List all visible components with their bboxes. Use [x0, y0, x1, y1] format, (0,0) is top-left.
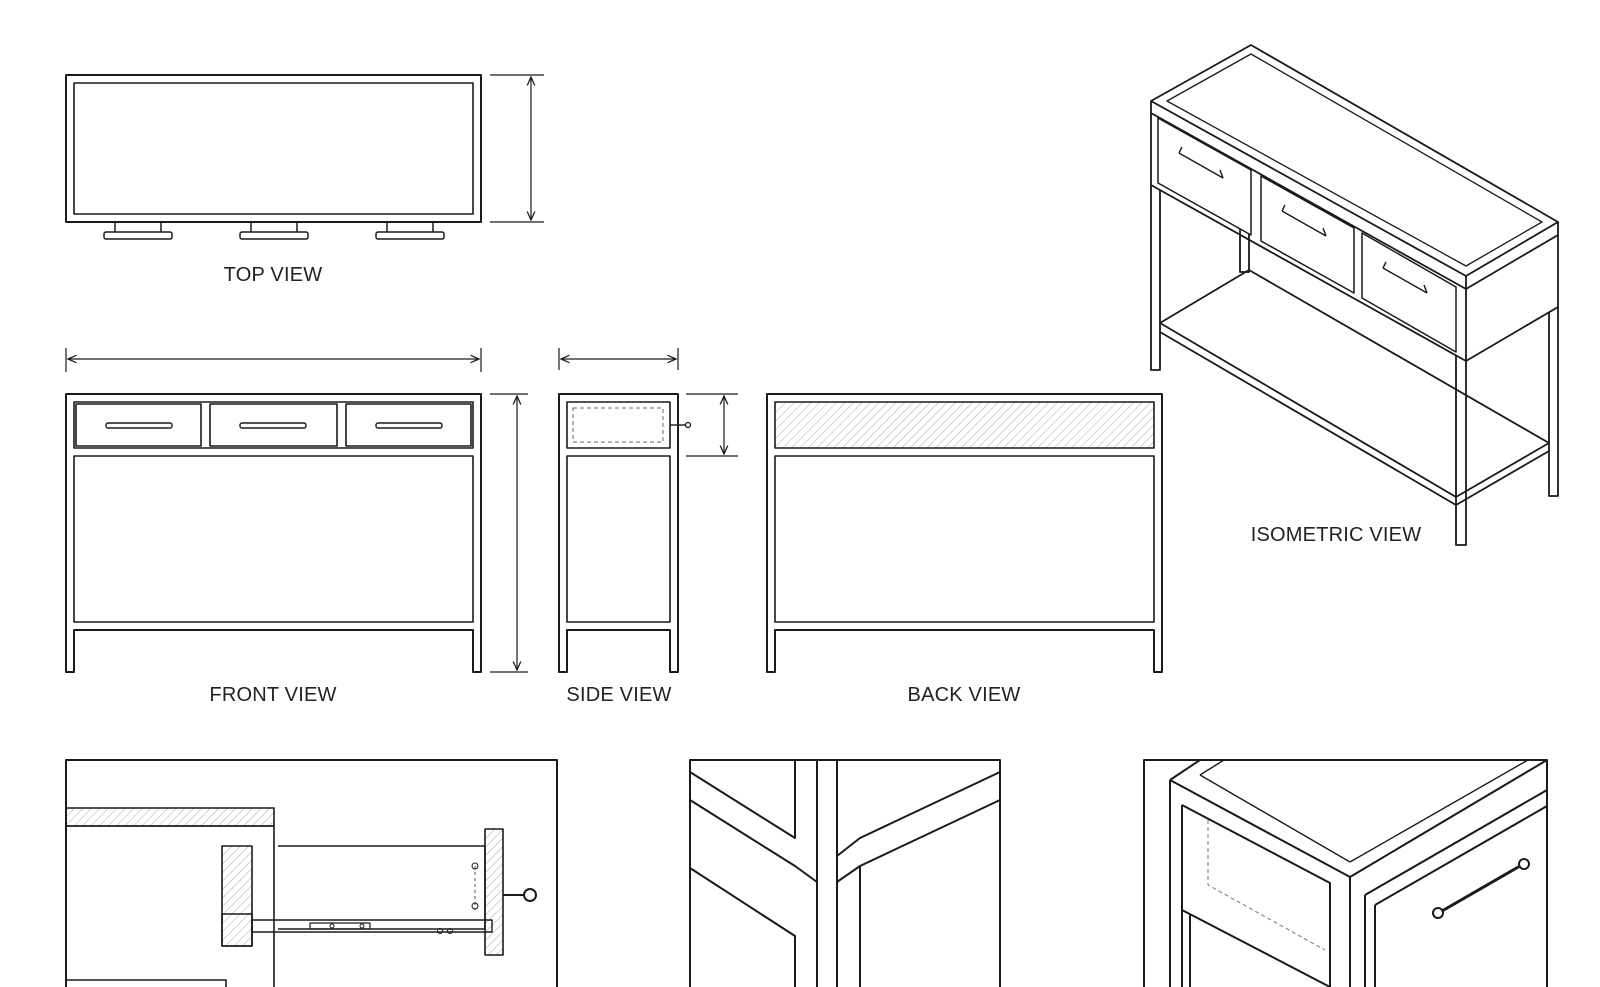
back-view-label: BACK VIEW [907, 684, 1021, 706]
detail-iso-corner [1143, 759, 1548, 987]
side-view-drawing [558, 348, 738, 673]
front-view-drawing [65, 348, 528, 673]
isometric-view-drawing [1150, 44, 1559, 546]
detail-corner-joint [689, 759, 1001, 987]
top-view-drawing [65, 74, 544, 240]
isometric-view-label: ISOMETRIC VIEW [1250, 524, 1422, 546]
detail-drawer-slide [65, 759, 558, 987]
side-view-label: SIDE VIEW [566, 684, 672, 706]
top-view-label: TOP VIEW [223, 264, 323, 286]
back-view-drawing [766, 393, 1163, 673]
front-view-label: FRONT VIEW [209, 684, 337, 706]
